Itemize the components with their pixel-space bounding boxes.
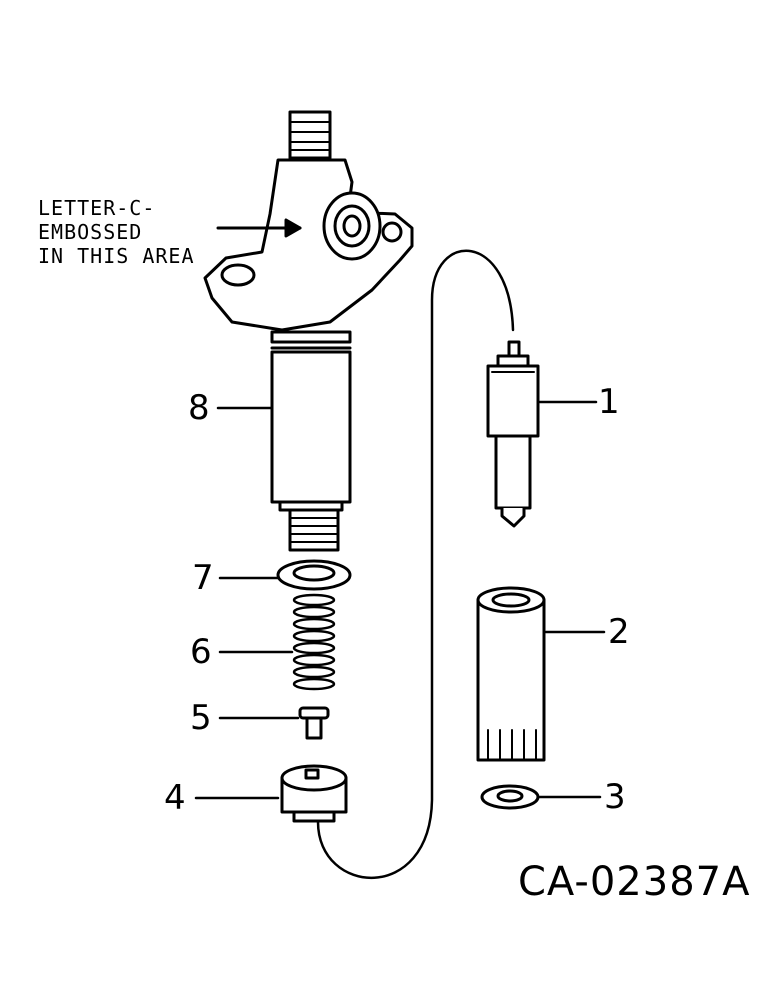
annotation-line-1: LETTER-C-: [38, 196, 156, 220]
callout-8: 8: [188, 388, 210, 428]
callout-5: 5: [190, 698, 212, 738]
part-8-injector-body: [203, 110, 414, 552]
part-2-nozzle-nut: [476, 586, 546, 762]
callout-2: 2: [608, 612, 630, 652]
annotation-line-3: IN THIS AREA: [38, 244, 195, 268]
part-1-nozzle: [486, 340, 540, 528]
annotation-line-2: EMBOSSED: [38, 220, 143, 244]
part-3-washer: [480, 784, 540, 810]
callout-1: 1: [598, 382, 620, 422]
leader-lines: [194, 400, 606, 800]
part-4-spacer: [280, 764, 348, 823]
annotation-arrow: [216, 218, 302, 238]
part-5-spring-seat: [298, 706, 330, 740]
grouping-line: [316, 249, 515, 879]
drawing-id: CA-02387A: [518, 859, 751, 905]
callout-6: 6: [190, 632, 212, 672]
callout-4: 4: [164, 778, 186, 818]
part-7-washer: [276, 559, 352, 591]
callout-3: 3: [604, 777, 626, 817]
callout-7: 7: [192, 558, 214, 598]
part-6-spring: [292, 593, 336, 691]
